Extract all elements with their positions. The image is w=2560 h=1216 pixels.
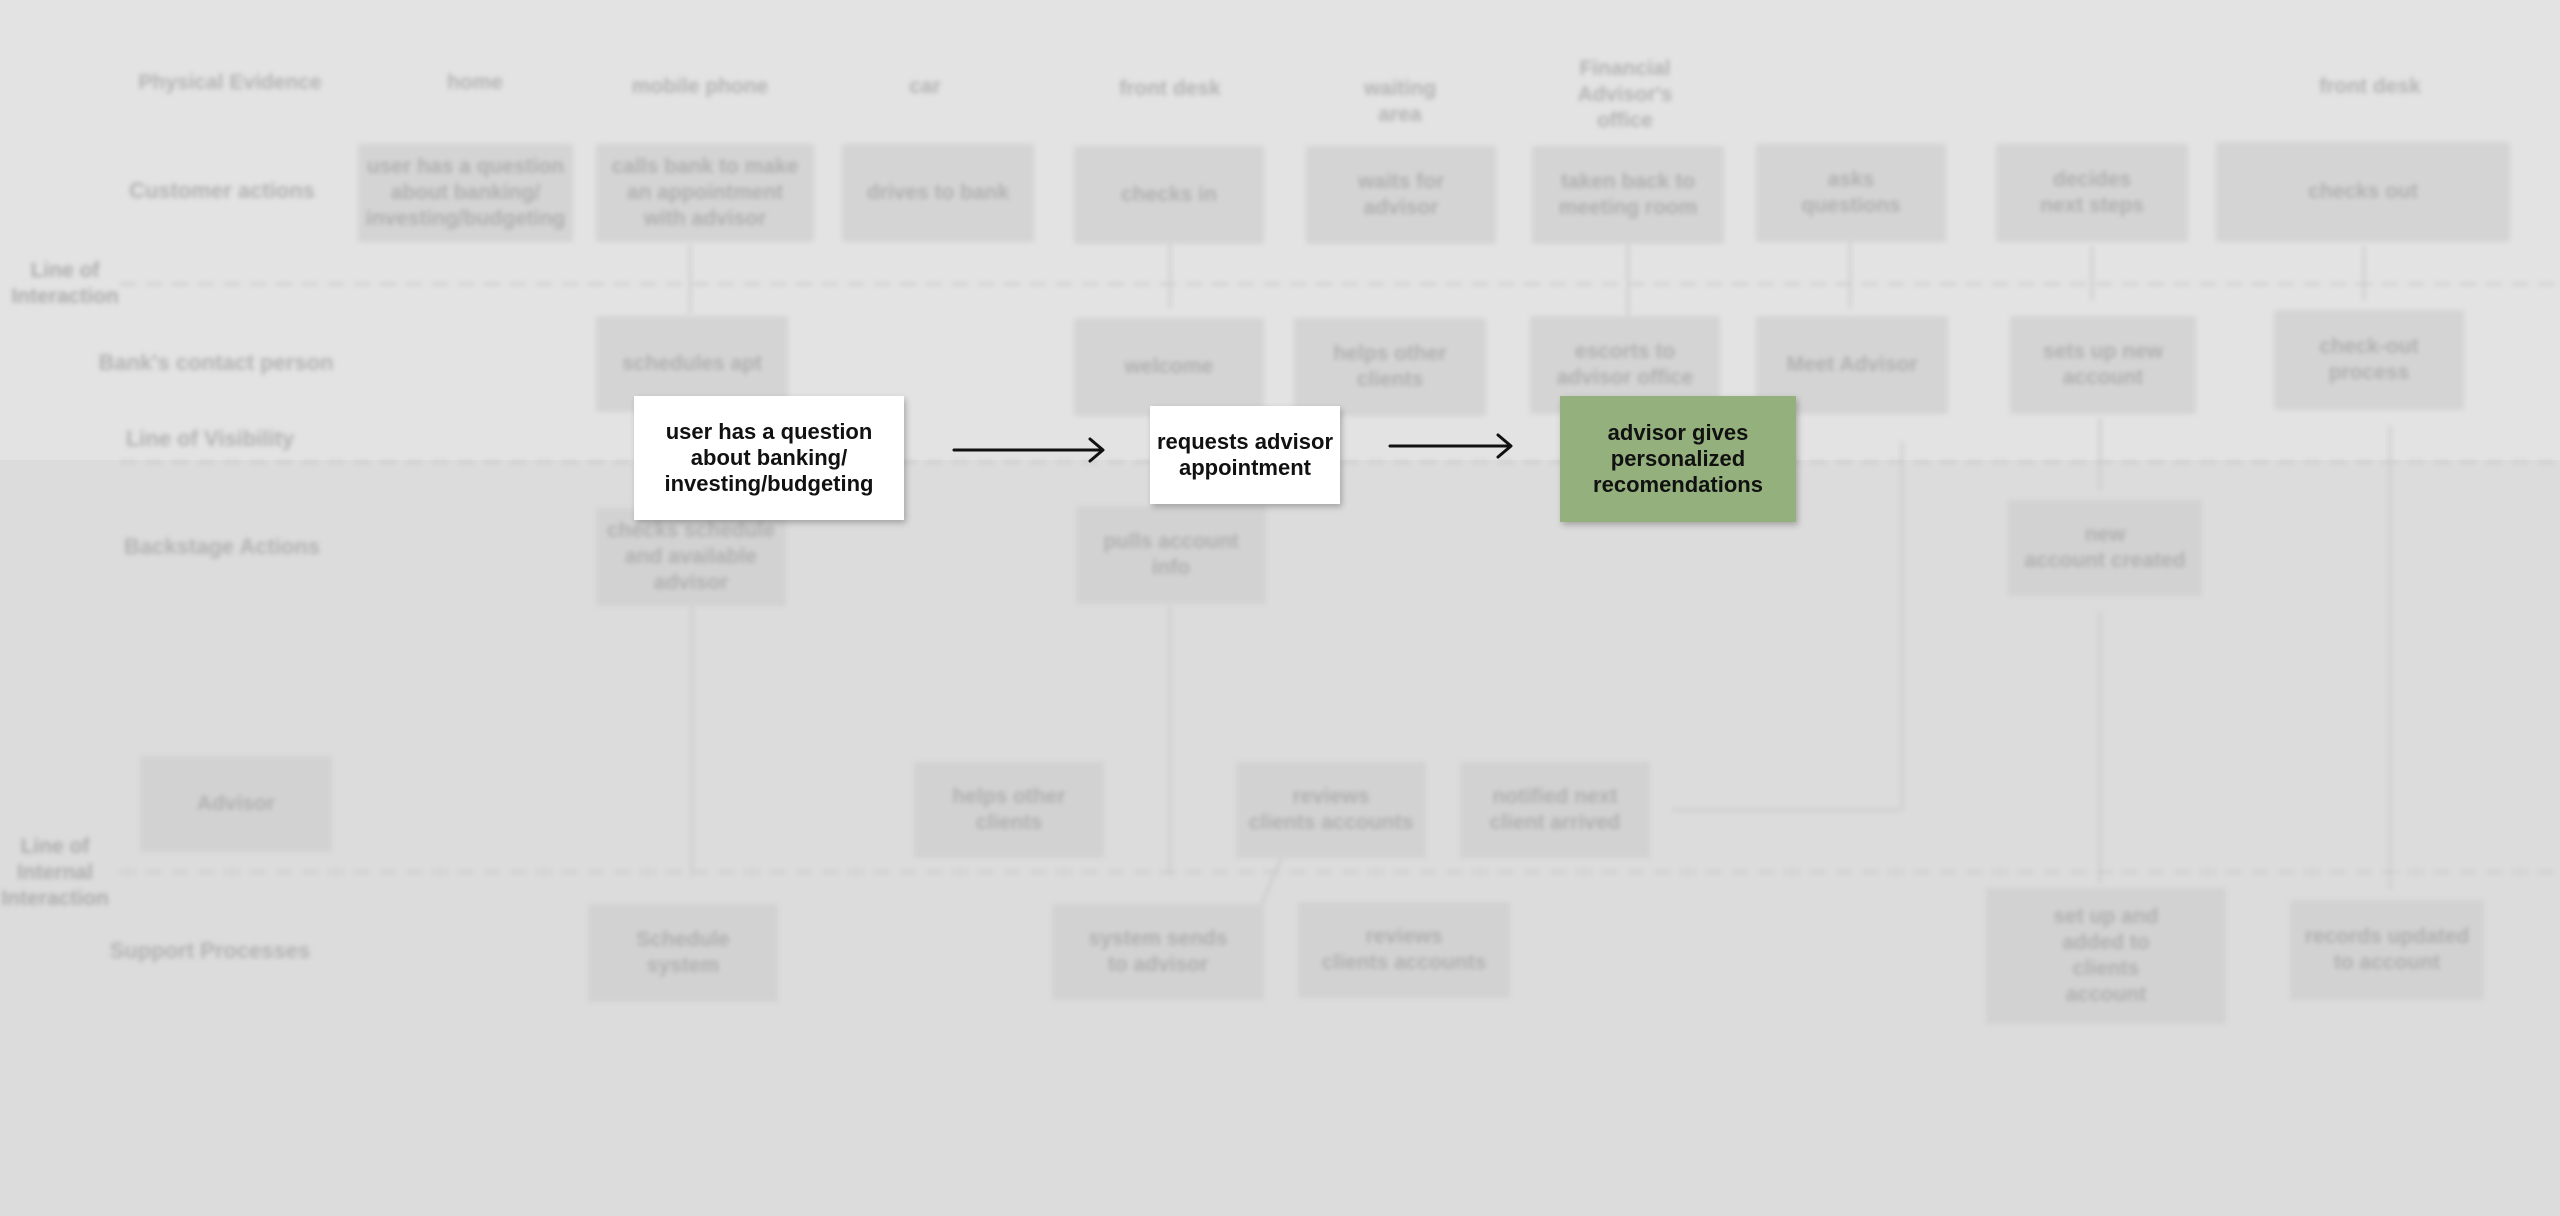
card-advisor-helps-clients: helps other clients bbox=[914, 762, 1104, 858]
card-checks-in: checks in bbox=[1074, 146, 1264, 244]
card-system-sends: system sends to advisor bbox=[1052, 904, 1264, 1000]
card-new-account-created: new account created bbox=[2008, 500, 2202, 596]
line-label-interaction: Line of Interaction bbox=[11, 259, 119, 308]
evidence-car: car bbox=[909, 75, 941, 98]
card-drives-to-bank: drives to bank bbox=[842, 144, 1034, 242]
focus-card-advisor-recommendations: advisor gives personalized recomendation… bbox=[1560, 396, 1796, 522]
card-support-reviews: reviews clients accounts bbox=[1298, 902, 1510, 998]
card-records-updated: records updated to account bbox=[2290, 900, 2484, 1000]
card-setup-added-account: set up and added to clients account bbox=[1986, 888, 2226, 1024]
evidence-mobile-phone: mobile phone bbox=[631, 75, 769, 98]
evidence-front-desk-2: front desk bbox=[2319, 75, 2421, 98]
row-label-customer-actions: Customer actions bbox=[129, 178, 315, 203]
card-calls-bank: calls bank to make an appointment with a… bbox=[596, 144, 814, 242]
row-label-support: Support Processes bbox=[109, 938, 311, 963]
card-advisor-reviews: reviews clients accounts bbox=[1236, 762, 1426, 858]
card-advisor-notified: notified next client arrived bbox=[1460, 762, 1650, 858]
card-sets-up-account: sets up new account bbox=[2010, 316, 2196, 414]
card-decides-next-steps: decides next steps bbox=[1996, 144, 2188, 242]
card-asks-questions: asks questions bbox=[1756, 144, 1946, 242]
focus-card-user-question: user has a question about banking/ inves… bbox=[634, 396, 904, 520]
evidence-advisor-office: Financial Advisor's office bbox=[1577, 57, 1673, 132]
card-checkout-process: check-out process bbox=[2274, 310, 2464, 410]
card-waits-for-advisor: waits for advisor bbox=[1306, 146, 1496, 244]
card-pulls-account-info: pulls account info bbox=[1076, 506, 1266, 604]
card-checks-schedule: checks schedule and available advisor bbox=[596, 508, 786, 606]
line-label-internal: Line of Internal Interaction bbox=[1, 835, 109, 910]
card-taken-to-meeting: taken back to meeting room bbox=[1532, 146, 1724, 244]
connector-system-to-reviews bbox=[1259, 855, 1283, 909]
card-customer-question: user has a question about banking/ inves… bbox=[358, 144, 573, 242]
evidence-front-desk: front desk bbox=[1119, 77, 1221, 100]
card-advisor-lane: Advisor bbox=[140, 756, 332, 852]
card-welcome: welcome bbox=[1074, 318, 1264, 416]
row-label-bank-contact: Bank's contact person bbox=[98, 350, 334, 375]
card-helps-other-clients: helps other clients bbox=[1294, 318, 1486, 416]
row-label-line-of-visibility: Line of Visibility bbox=[125, 426, 295, 451]
evidence-waiting-area: waiting area bbox=[1363, 77, 1437, 126]
evidence-home: home bbox=[446, 71, 503, 94]
row-label-physical-evidence: Physical Evidence bbox=[138, 71, 322, 94]
card-schedule-system: Schedule system bbox=[588, 904, 778, 1002]
card-checks-out: checks out bbox=[2216, 142, 2510, 242]
focus-card-requests-appointment: requests advisor appointment bbox=[1150, 406, 1340, 504]
row-label-backstage: Backstage Actions bbox=[123, 534, 321, 559]
